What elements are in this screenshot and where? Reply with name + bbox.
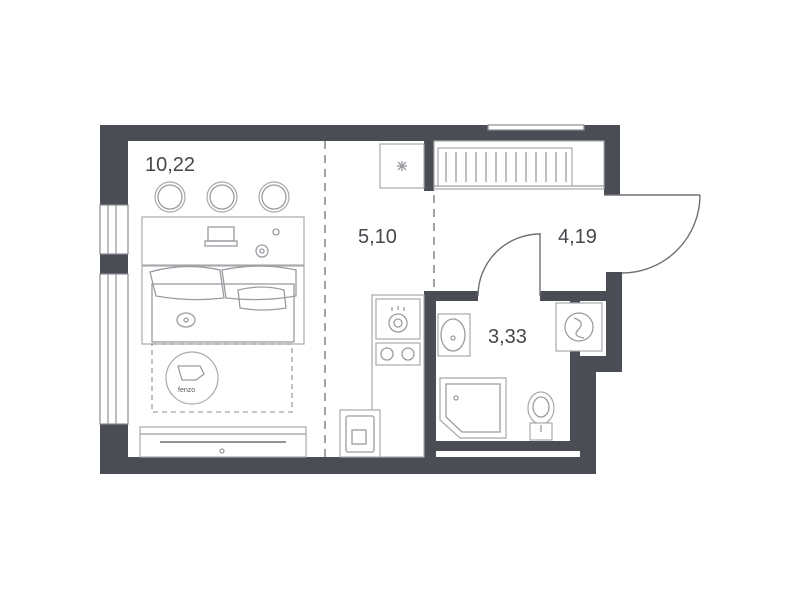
toilet: [527, 391, 555, 441]
walls: [100, 125, 622, 474]
rug: fenzo: [151, 343, 293, 413]
entrance-door: [604, 194, 701, 274]
area-label-kitchen: 5,10: [358, 226, 397, 248]
kitchen-counter: [339, 294, 425, 458]
area-label-bathroom: 3,33: [488, 326, 527, 348]
wardrobe: [433, 140, 605, 190]
rug-logo-text: fenzo: [178, 387, 195, 394]
window-left-lower: [99, 273, 129, 425]
bar-stools: [154, 181, 290, 213]
fridge: [379, 143, 425, 189]
area-label-hallway: 4,19: [558, 226, 597, 248]
shower-tray: [439, 377, 507, 439]
desk: [141, 216, 305, 266]
window-top-marker: [487, 124, 585, 131]
area-label-living-room: 10,22: [145, 154, 195, 176]
window-left-upper: [99, 204, 129, 255]
tv-stand: [139, 426, 307, 458]
bathroom-sink: [437, 313, 471, 357]
washing-machine: [555, 302, 603, 352]
sofa: [141, 265, 305, 345]
bathroom-door: [477, 233, 541, 297]
